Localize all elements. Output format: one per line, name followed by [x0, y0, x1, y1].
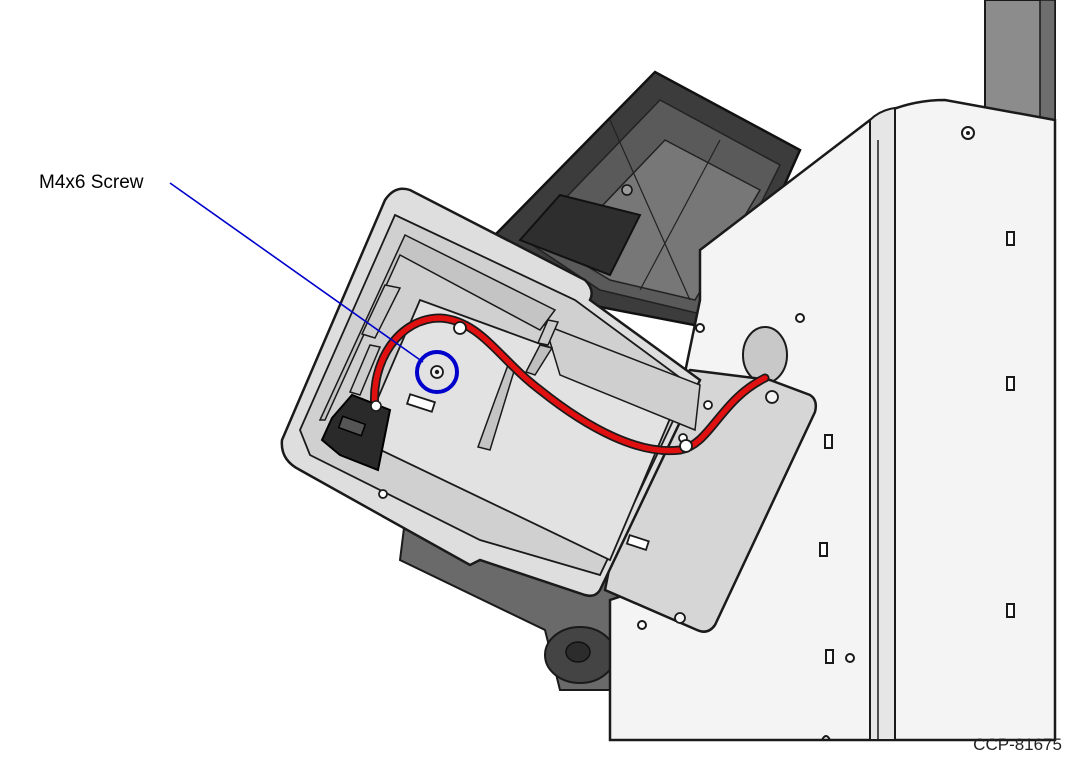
- callout-leader-line: [169, 182, 424, 363]
- connector-block-icon: [320, 393, 392, 472]
- bracket-plate: [280, 187, 713, 598]
- figure-id: CCP-81675: [973, 735, 1062, 754]
- callout-circle: [415, 350, 459, 394]
- callout-marker: [169, 182, 459, 394]
- red-cable: [369, 313, 770, 456]
- callout-label: M4x6 Screw: [39, 172, 144, 193]
- screw-head-icon: [430, 365, 444, 379]
